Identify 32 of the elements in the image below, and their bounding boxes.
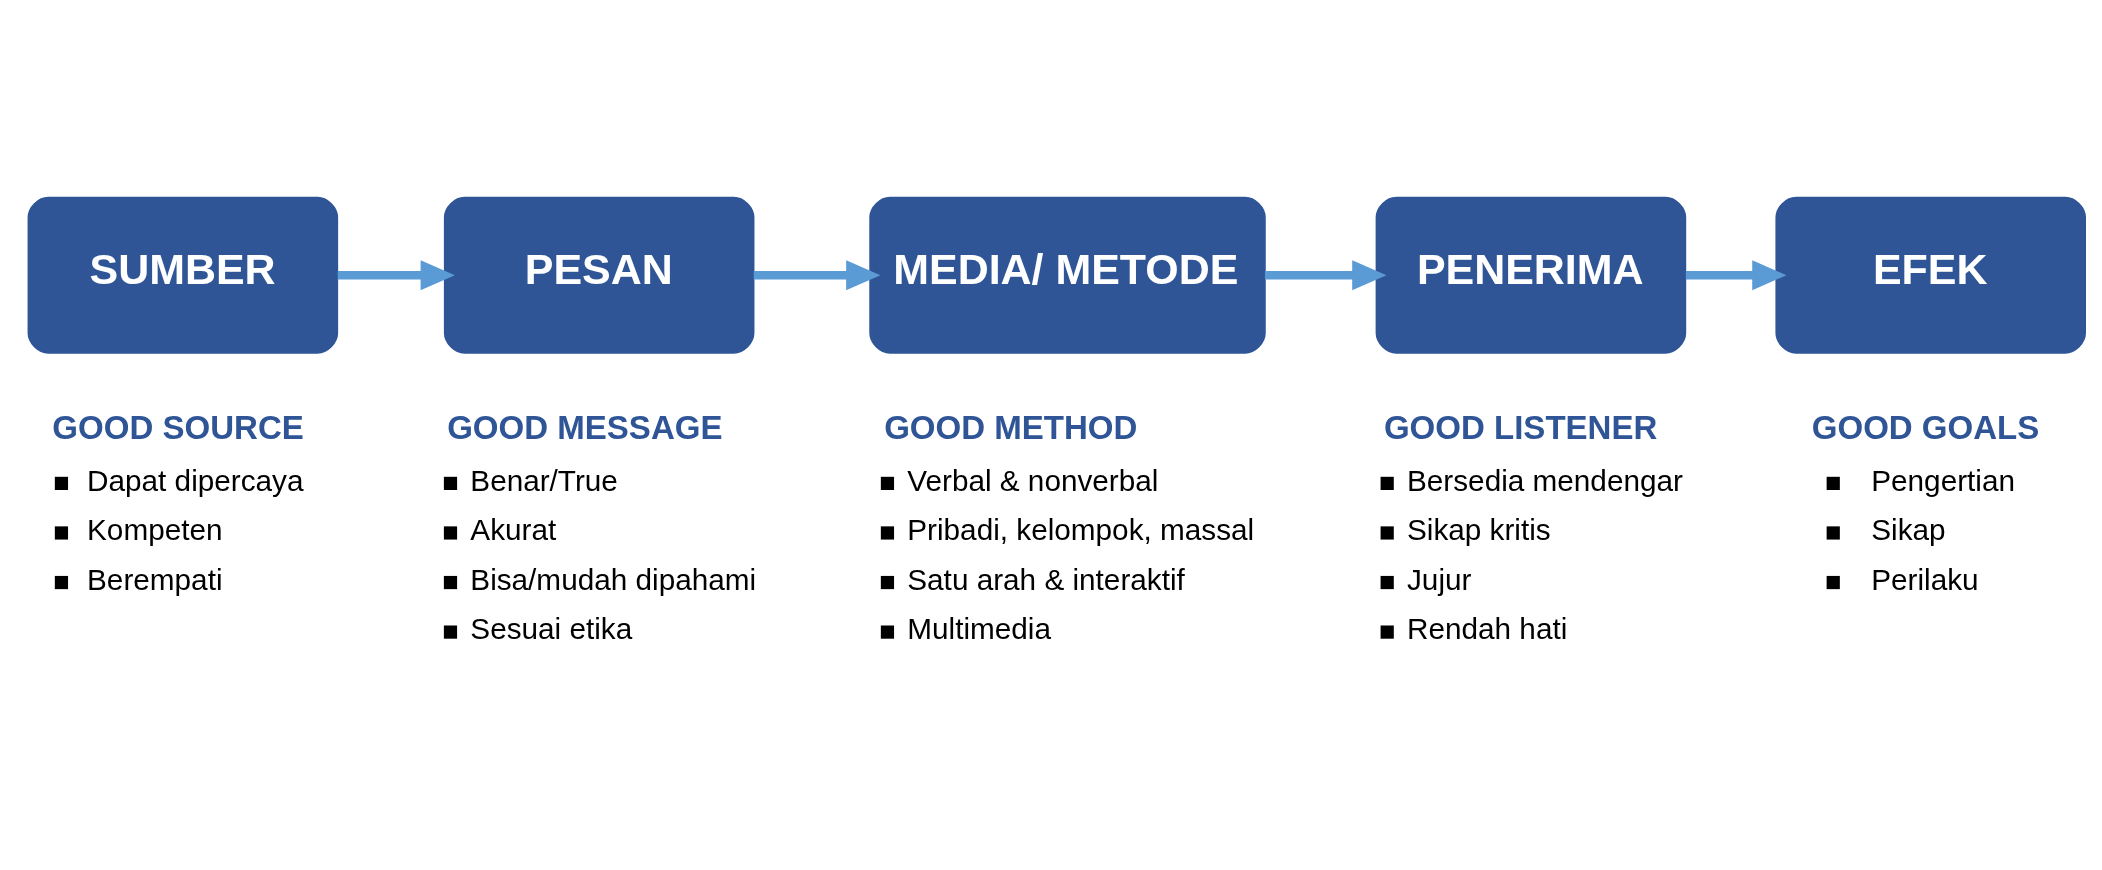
node-label: GOOD GOALS bbox=[1811, 408, 2040, 446]
arrow bbox=[1685, 259, 1787, 290]
node-label: Sikap bbox=[1871, 512, 1946, 546]
node-label: GOOD LISTENER bbox=[1383, 408, 1658, 446]
node-label: Pengertian bbox=[1871, 463, 2015, 497]
node-box: EFEK bbox=[1775, 196, 2086, 354]
node-label: Pribadi, kelompok, massal bbox=[907, 512, 1255, 546]
node-label: Kompeten bbox=[87, 512, 223, 546]
node-label: Bisa/mudah dipahami bbox=[470, 562, 757, 596]
node-label: Sesuai etika bbox=[470, 611, 633, 645]
node-label: Dapat dipercaya bbox=[87, 463, 304, 497]
arrow bbox=[753, 259, 881, 290]
node-box: MEDIA/ METODE bbox=[869, 196, 1266, 354]
arrow bbox=[337, 259, 455, 290]
node-label: GOOD MESSAGE bbox=[447, 408, 723, 446]
node-label: Satu arah & interaktif bbox=[907, 562, 1185, 596]
node-label: Akurat bbox=[470, 512, 557, 546]
node-box: PENERIMA bbox=[1375, 196, 1687, 354]
node-box: SUMBER bbox=[27, 196, 339, 354]
node-label: Jujur bbox=[1407, 562, 1472, 596]
node-label: Rendah hati bbox=[1407, 611, 1568, 645]
node-label: Sikap kritis bbox=[1407, 512, 1551, 546]
node-label: Perilaku bbox=[1871, 562, 1979, 596]
node-label: Verbal & nonverbal bbox=[907, 463, 1159, 497]
node-label: Bersedia mendengar bbox=[1407, 463, 1683, 497]
node-label: Benar/True bbox=[470, 463, 618, 497]
node-label: Multimedia bbox=[907, 611, 1051, 645]
arrow bbox=[1264, 259, 1387, 290]
node-box: PESAN bbox=[443, 196, 755, 354]
node-label: GOOD METHOD bbox=[884, 408, 1138, 446]
node-label: GOOD SOURCE bbox=[52, 408, 304, 446]
node-label: Berempati bbox=[87, 562, 223, 596]
